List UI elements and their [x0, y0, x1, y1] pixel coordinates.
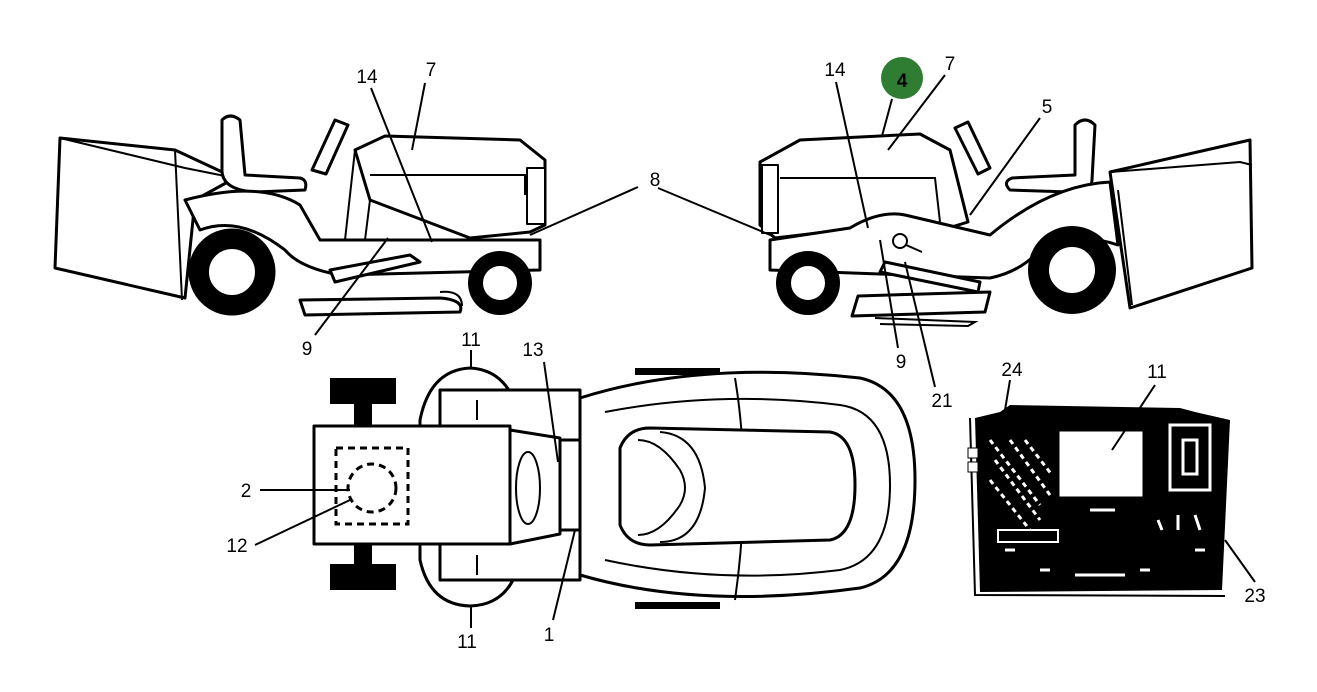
- mower-top-view: [312, 366, 917, 609]
- control-panel: [967, 405, 1230, 597]
- callout-right-14: 14: [824, 60, 846, 81]
- callout-top-11-upper: 11: [461, 330, 481, 351]
- hood: [353, 134, 547, 240]
- tractor-body: [183, 189, 542, 277]
- callout-panel-24: 24: [1001, 360, 1023, 381]
- mower-deck: [298, 296, 463, 317]
- badge-number: 4: [897, 71, 908, 92]
- callout-left-7: 7: [426, 60, 437, 81]
- seat-top: [618, 426, 857, 547]
- mower-right-side-view: [758, 118, 1254, 328]
- callout-left-14: 14: [356, 67, 378, 88]
- leader-lines: [254, 74, 1256, 628]
- mower-left-side-view: [53, 114, 547, 317]
- callout-top-11-lower: 11: [457, 632, 477, 653]
- seat: [1005, 118, 1097, 194]
- mower-deck: [850, 290, 992, 318]
- grass-bagger-top: [312, 424, 512, 546]
- callout-top-12: 12: [226, 536, 247, 557]
- callout-right-5: 5: [1042, 97, 1053, 118]
- callout-top-2: 2: [241, 481, 252, 502]
- seat: [220, 114, 308, 194]
- callout-top-13: 13: [522, 340, 543, 361]
- callout-right-7: 7: [945, 54, 956, 75]
- callout-top-1: 1: [544, 625, 555, 646]
- callout-right-21: 21: [931, 391, 952, 412]
- panel-body: [975, 405, 1230, 592]
- callout-panel-23: 23: [1244, 586, 1265, 607]
- callout-badge: [881, 57, 923, 99]
- tractor-body: [768, 180, 1120, 280]
- callout-right-9: 9: [896, 352, 907, 373]
- grass-bagger: [1108, 138, 1254, 310]
- rear-wheel-top: [330, 378, 396, 404]
- callout-8: 8: [650, 170, 661, 191]
- callout-panel-11: 11: [1147, 362, 1167, 383]
- steering-wheel: [953, 120, 992, 176]
- steering-wheel: [310, 118, 350, 176]
- rear-wheel-bottom: [330, 564, 396, 590]
- callout-left-9: 9: [302, 339, 313, 360]
